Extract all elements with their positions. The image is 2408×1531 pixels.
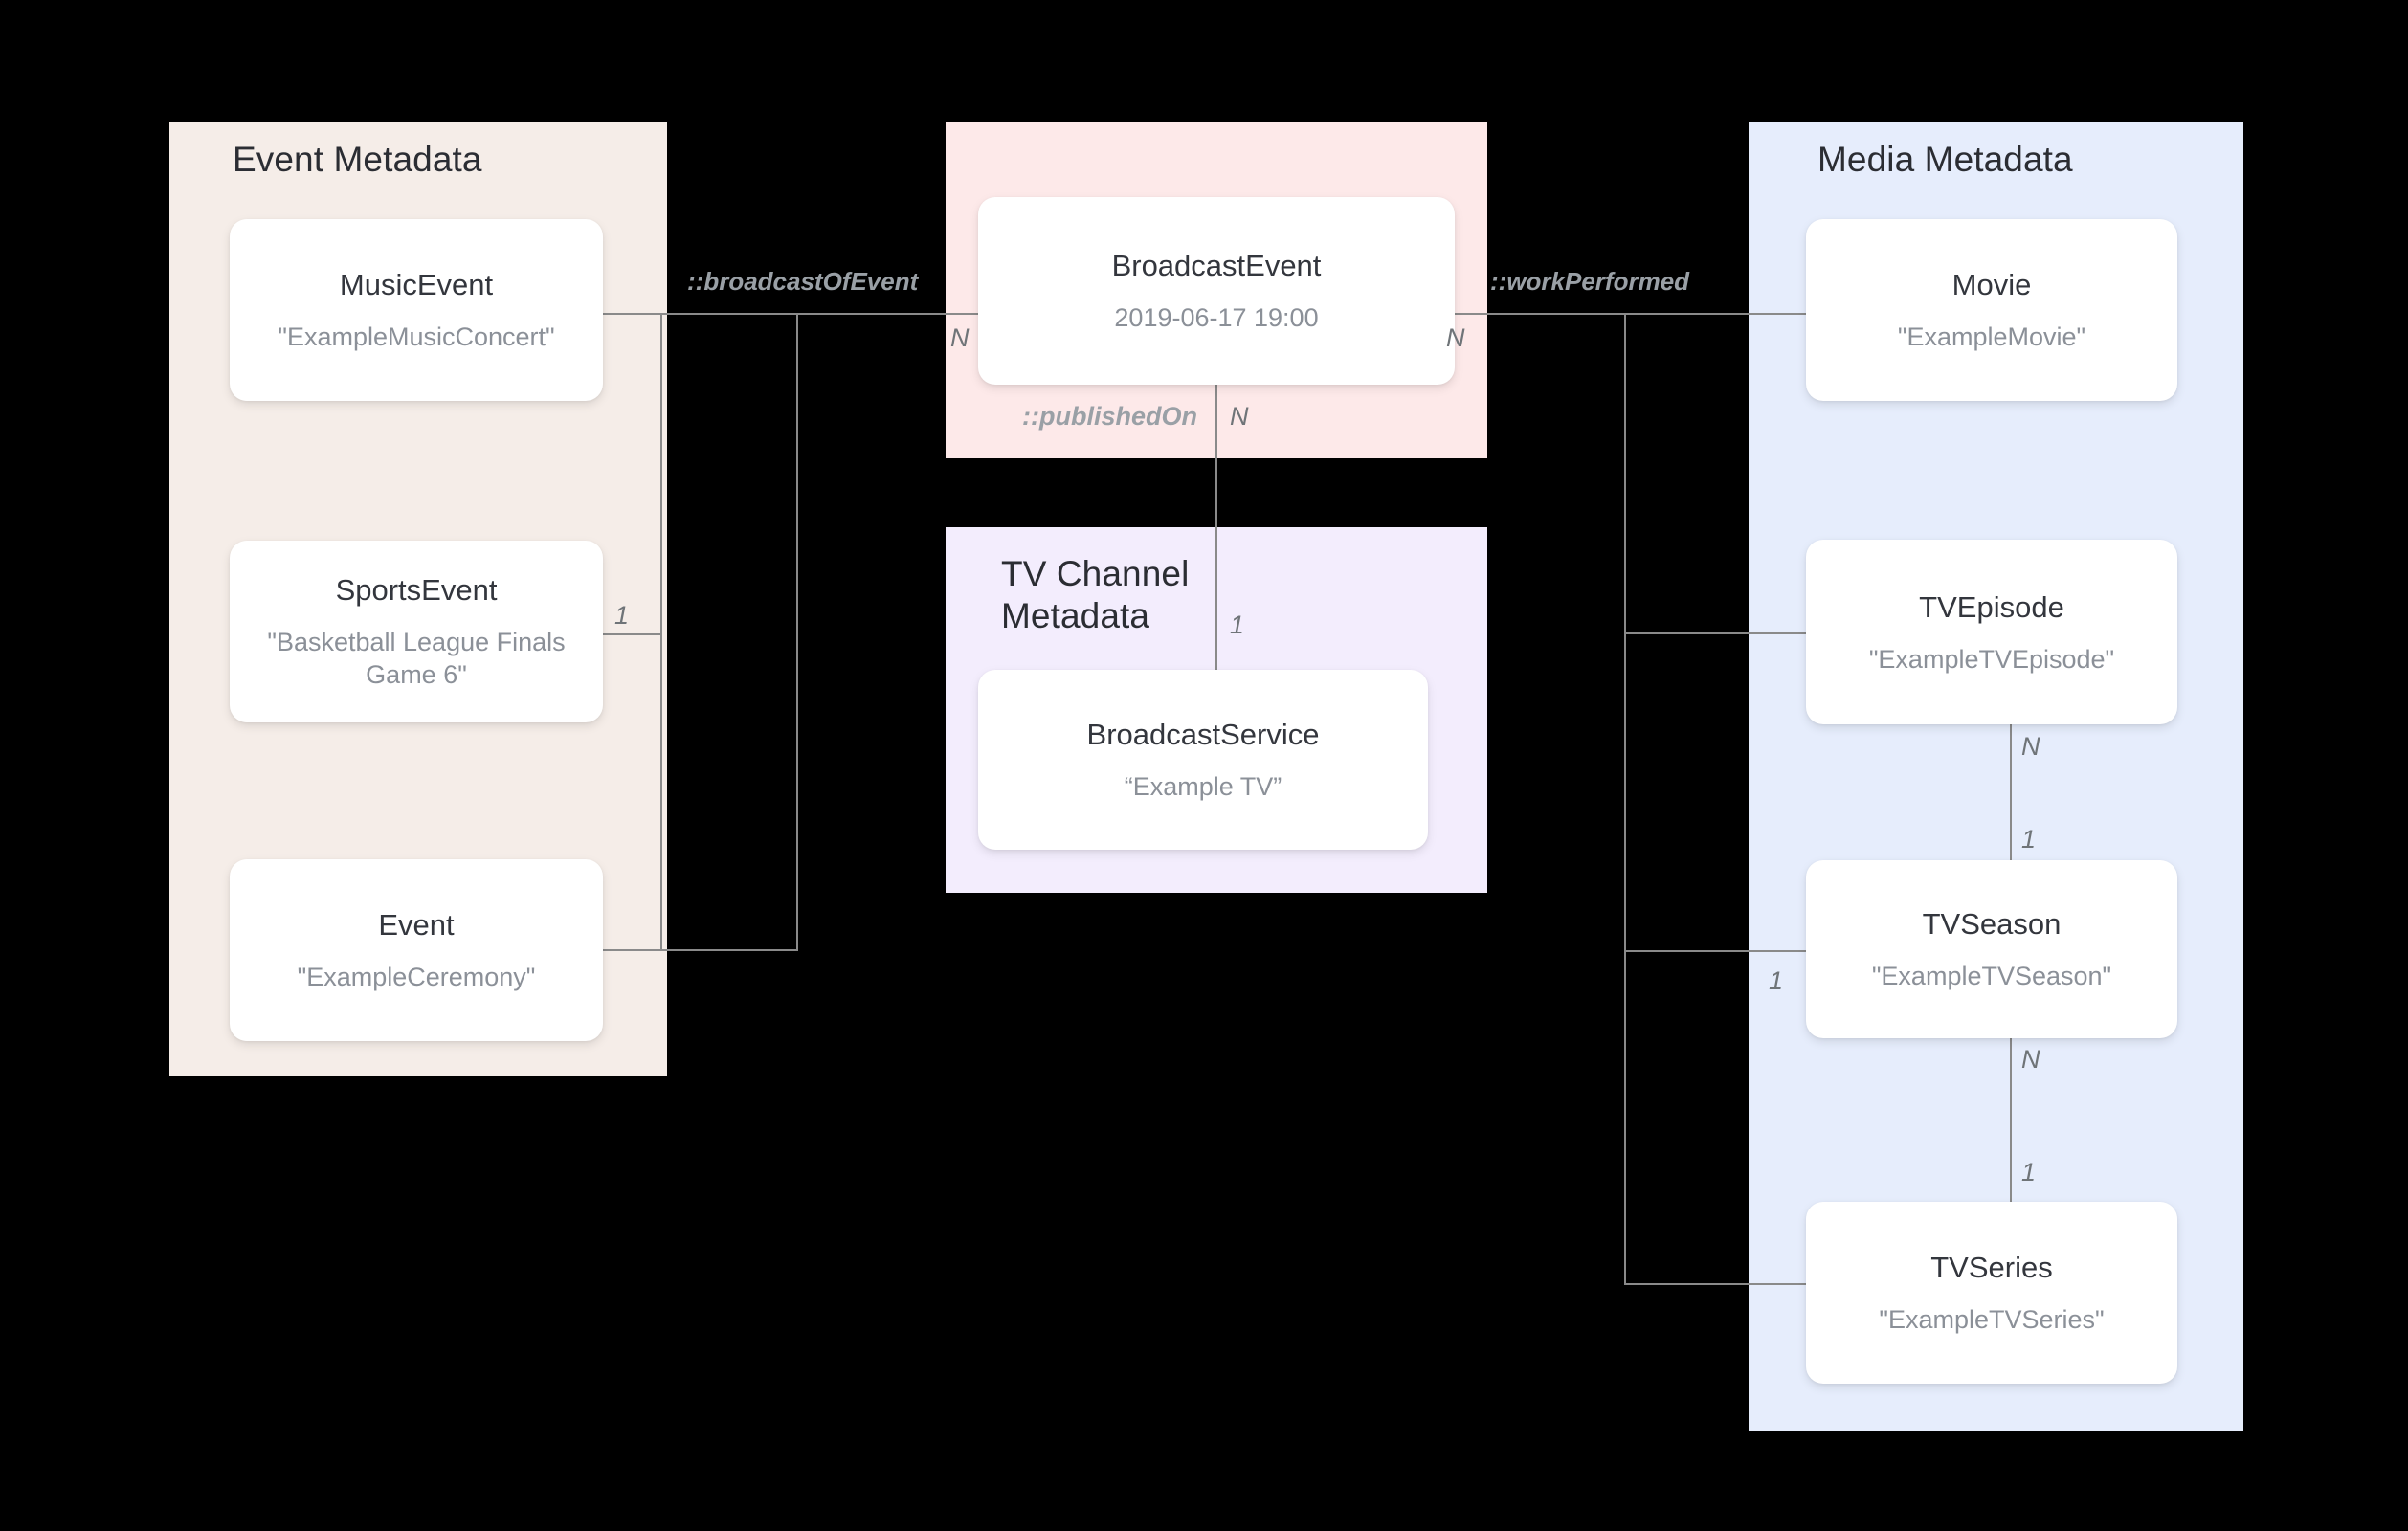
node-music-event[interactable]: MusicEvent "ExampleMusicConcert": [230, 219, 603, 401]
connector-media-trunk: [1624, 313, 1626, 1284]
node-movie-value: "ExampleMovie": [1897, 322, 2086, 351]
edge-label-work-performed: ::workPerformed: [1490, 267, 1690, 296]
node-broadcast-service-value: “Example TV”: [1124, 772, 1282, 801]
node-event[interactable]: Event "ExampleCeremony": [230, 859, 603, 1041]
node-tv-series[interactable]: TVSeries "ExampleTVSeries": [1806, 1202, 2177, 1384]
connector-music-event-stub: [603, 313, 660, 315]
connector-event-stub: [603, 949, 660, 951]
node-sports-event[interactable]: SportsEvent "Basketball League Finals Ga…: [230, 541, 603, 722]
node-tv-episode[interactable]: TVEpisode "ExampleTVEpisode": [1806, 540, 2177, 724]
node-broadcast-service[interactable]: BroadcastService “Example TV”: [978, 670, 1428, 850]
node-music-event-value: "ExampleMusicConcert": [278, 322, 555, 351]
cardinality-broadcast-service-top: 1: [1230, 610, 1245, 639]
cardinality-tv-season-top: 1: [2021, 825, 2037, 854]
connector-branch-tv-season: [1624, 950, 1806, 952]
connector-published-on: [1215, 383, 1217, 670]
node-tv-season-type: TVSeason: [1922, 907, 2062, 941]
cardinality-broadcast-event-bottom: N: [1230, 402, 1249, 431]
node-event-value: "ExampleCeremony": [297, 963, 536, 991]
node-broadcast-service-type: BroadcastService: [1086, 718, 1320, 751]
node-music-event-type: MusicEvent: [339, 268, 494, 301]
connector-episode-to-season: [2010, 724, 2012, 864]
connector-out-broadcast-event: [1455, 313, 1624, 315]
cardinality-tv-series-top: 1: [2021, 1158, 2037, 1187]
node-tv-episode-value: "ExampleTVEpisode": [1868, 644, 2115, 674]
node-broadcast-event[interactable]: BroadcastEvent 2019-06-17 19:00: [978, 197, 1455, 385]
connector-season-to-series: [2010, 1038, 2012, 1203]
cardinality-sports-event-right: 1: [614, 601, 630, 630]
cardinality-broadcast-event-left: N: [950, 323, 970, 352]
node-event-type: Event: [378, 908, 455, 942]
connector-branch-tv-series: [1624, 1283, 1806, 1285]
cardinality-broadcast-event-right: N: [1446, 323, 1465, 352]
connector-broadcast-riser: [796, 313, 798, 951]
cardinality-tv-season-bottom: N: [2021, 1045, 2040, 1074]
node-tv-season[interactable]: TVSeason "ExampleTVSeason": [1806, 860, 2177, 1038]
node-sports-event-type: SportsEvent: [335, 573, 498, 607]
connector-sports-event-stub: [603, 633, 660, 635]
connector-branch-movie: [1624, 313, 1806, 315]
node-tv-series-type: TVSeries: [1930, 1251, 2053, 1284]
connector-into-broadcast-event: [796, 313, 978, 315]
edge-label-published-on: ::publishedOn: [1022, 402, 1197, 431]
node-movie[interactable]: Movie "ExampleMovie": [1806, 219, 2177, 401]
group-title-event-metadata: Event Metadata: [233, 140, 482, 179]
node-tv-season-value: "ExampleTVSeason": [1871, 962, 2112, 990]
node-broadcast-event-value: 2019-06-17 19:00: [1114, 303, 1319, 332]
connector-branch-tv-episode: [1624, 632, 1806, 634]
node-broadcast-event-type: BroadcastEvent: [1111, 249, 1322, 282]
node-sports-event-value: "Basketball League Finals Game 6": [267, 628, 566, 689]
cardinality-tv-episode-bottom: N: [2021, 732, 2040, 761]
node-tv-episode-type: TVEpisode: [1919, 589, 2064, 624]
node-movie-type: Movie: [1951, 268, 2032, 301]
edge-label-broadcast-of-event: ::broadcastOfEvent: [687, 267, 919, 296]
group-title-media-metadata: Media Metadata: [1817, 140, 2073, 179]
connector-event-trunk-top: [660, 313, 798, 315]
connector-event-trunk-bottom: [660, 949, 798, 951]
connector-event-trunk: [660, 313, 662, 951]
node-tv-series-value: "ExampleTVSeries": [1879, 1305, 2105, 1334]
cardinality-tv-season-left: 1: [1769, 966, 1784, 995]
group-title-tv-channel-metadata: TV Channel Metadata: [1001, 554, 1190, 635]
